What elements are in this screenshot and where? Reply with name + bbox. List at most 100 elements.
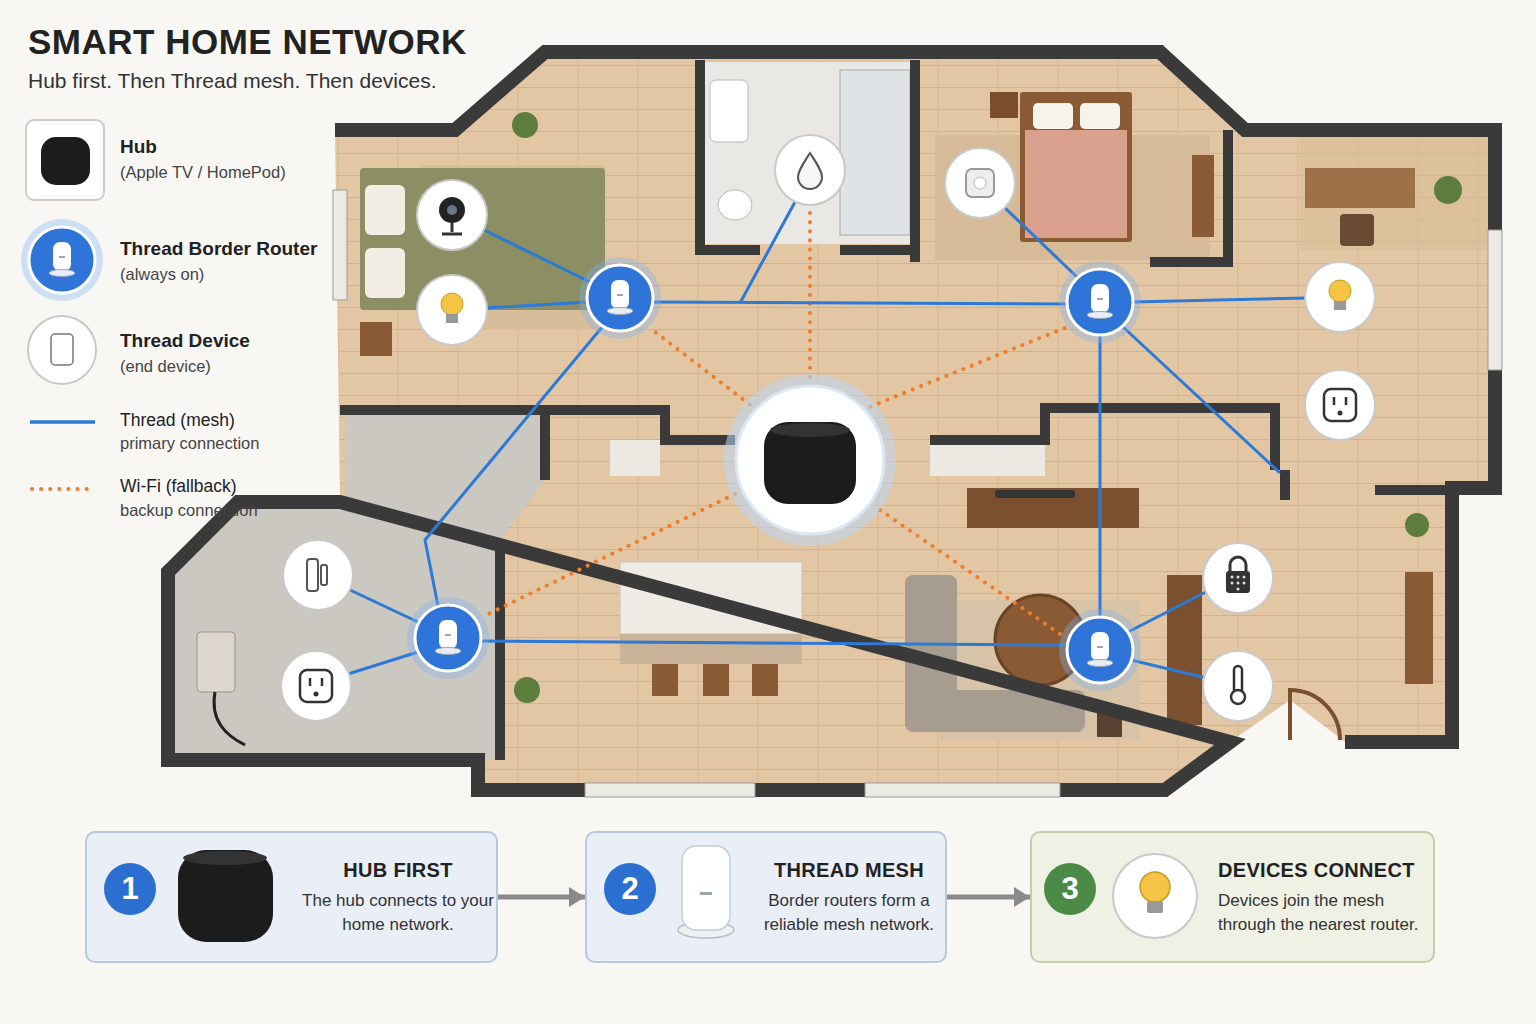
- thread-links: [348, 202, 1306, 678]
- device-circle: [945, 148, 1015, 218]
- outlet-icon: [1324, 389, 1356, 421]
- border-router-icon: [407, 597, 489, 679]
- camera-icon: [439, 197, 465, 223]
- tv: [995, 490, 1075, 498]
- window: [1488, 230, 1502, 370]
- thread-link: [1132, 298, 1306, 302]
- chair: [1340, 214, 1374, 246]
- legend-text: Hub: [120, 136, 360, 159]
- lock-icon: [1226, 571, 1250, 593]
- side-table: [1405, 572, 1433, 684]
- wifi-link: [880, 510, 1060, 634]
- border-router-icon: [1059, 609, 1141, 691]
- legend-router-sample: [21, 219, 103, 301]
- device-circle: [1305, 262, 1375, 332]
- plant: [514, 677, 540, 703]
- thread-link: [1099, 335, 1102, 617]
- hub-body: [764, 422, 856, 504]
- step-router-led: [700, 892, 712, 895]
- thread-link: [484, 230, 592, 283]
- wifi-link: [862, 325, 1072, 410]
- floor-wood: [168, 52, 1495, 790]
- device-circle: [417, 275, 487, 345]
- plant: [1405, 513, 1429, 537]
- legend-hub-icon: [41, 137, 90, 185]
- device-circle: [283, 540, 353, 610]
- bulb-icon: [1329, 280, 1351, 302]
- sensor-icon: [966, 169, 994, 197]
- device-circle: [281, 651, 351, 721]
- pillow: [365, 185, 405, 235]
- wall: [1150, 130, 1228, 262]
- step-body: Devices join the mesh through the neares…: [1218, 889, 1433, 937]
- hub-top: [770, 423, 850, 437]
- step-router-base: [678, 922, 734, 938]
- lock-keypad: [1231, 576, 1246, 591]
- thread-link: [486, 302, 588, 308]
- thread-link: [1122, 326, 1280, 473]
- step-router-icon: [682, 846, 730, 930]
- thread-link: [350, 590, 418, 622]
- step-hub-icon: [178, 850, 273, 942]
- outlet-ground: [314, 692, 319, 697]
- step-box: THREAD MESHBorder routers form a reliabl…: [585, 831, 947, 963]
- wifi-link: [482, 494, 735, 617]
- step-number-circle: 1: [104, 863, 156, 915]
- legend-text: Thread Border Router: [120, 238, 360, 261]
- lock-shackle: [1230, 557, 1246, 572]
- thread-link: [480, 641, 1068, 645]
- bulb-icon: [441, 293, 463, 315]
- wifi-links: [482, 206, 1072, 634]
- toilet: [718, 190, 752, 220]
- outlet-slots: [1334, 397, 1346, 405]
- wall: [340, 410, 735, 440]
- bulb-base: [1334, 301, 1346, 310]
- bed-sheet: [1025, 130, 1127, 238]
- step-hub-top: [183, 851, 267, 865]
- legend-thread-line: [30, 420, 95, 424]
- step-heading: DEVICES CONNECT: [1218, 858, 1433, 882]
- legend-device-sample: [28, 316, 96, 384]
- step-number-circle: 2: [604, 863, 656, 915]
- sink: [710, 80, 748, 142]
- wall: [930, 408, 1275, 470]
- window: [333, 190, 347, 300]
- step-text: THREAD MESHBorder routers form a reliabl…: [754, 858, 944, 937]
- sensor-dot: [974, 177, 986, 189]
- stool: [752, 664, 778, 696]
- rug: [1300, 130, 1495, 250]
- dresser: [1192, 155, 1214, 237]
- border-router-icon: [579, 257, 661, 339]
- step-body: The hub connects to your home network.: [300, 889, 496, 937]
- thread-link: [348, 652, 418, 674]
- pillow: [365, 248, 405, 298]
- outlet-slots: [310, 678, 322, 686]
- nightstand: [990, 92, 1018, 118]
- legend-wifi-line: [32, 487, 95, 491]
- pillow: [1033, 103, 1073, 129]
- callout-number: 3: [1044, 863, 1096, 915]
- wall: [500, 410, 545, 760]
- step-text: HUB FIRSTThe hub connects to your home n…: [300, 858, 496, 937]
- door: [1290, 690, 1340, 740]
- window: [585, 783, 755, 797]
- step-box: DEVICES CONNECT Devices join the mesh thr…: [1030, 831, 1435, 963]
- border-router-icon: [1059, 261, 1141, 343]
- thread-link: [1128, 592, 1206, 632]
- thread-link: [425, 326, 603, 606]
- counter: [610, 440, 660, 476]
- tv-stand: [967, 488, 1139, 528]
- hub-icon: [724, 374, 896, 546]
- counter: [930, 440, 1045, 476]
- callout-number: 2: [604, 863, 656, 915]
- thread-link: [740, 202, 795, 303]
- wifi-link: [650, 328, 757, 410]
- wall: [1285, 470, 1452, 500]
- callout-number: 1: [104, 863, 156, 915]
- thread-link: [652, 302, 1068, 304]
- camera-lens: [447, 205, 457, 215]
- furniture: [197, 70, 1462, 745]
- bathroom-floor: [705, 62, 913, 244]
- nightstand: [360, 322, 392, 356]
